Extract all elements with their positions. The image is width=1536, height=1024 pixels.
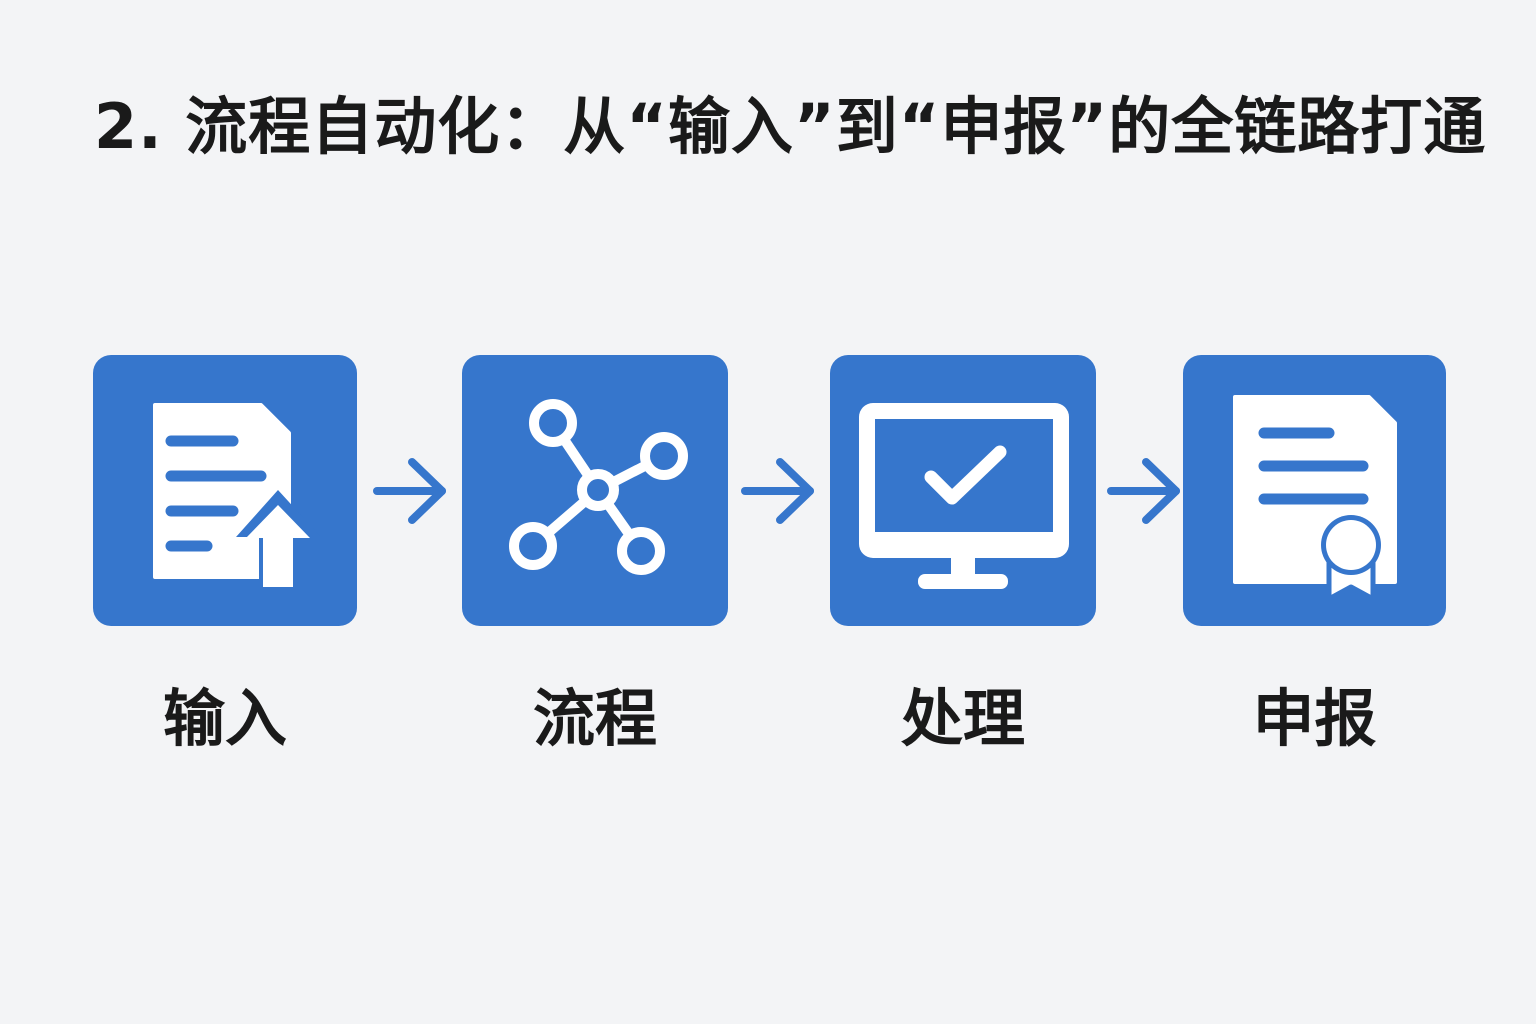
step-input-card <box>93 355 357 626</box>
arrow-right-icon <box>1107 458 1180 524</box>
step-handle-card <box>830 355 1096 626</box>
step-process-card <box>462 355 728 626</box>
step-label-declare: 申报 <box>1252 682 1377 755</box>
page-title: 2. 流程自动化：从“输入”到“申报”的全链路打通 <box>94 90 1487 163</box>
step-label-handle: 处理 <box>900 682 1025 755</box>
network-nodes-icon <box>509 399 688 575</box>
arrow-right-icon <box>741 458 814 524</box>
arrow-right-icon <box>373 458 446 524</box>
step-declare-card <box>1183 355 1446 626</box>
step-label-process: 流程 <box>532 682 657 755</box>
certificate-document-icon <box>1233 395 1397 602</box>
monitor-check-icon <box>859 403 1069 589</box>
document-upload-icon <box>153 403 321 593</box>
step-label-input: 输入 <box>162 682 287 755</box>
